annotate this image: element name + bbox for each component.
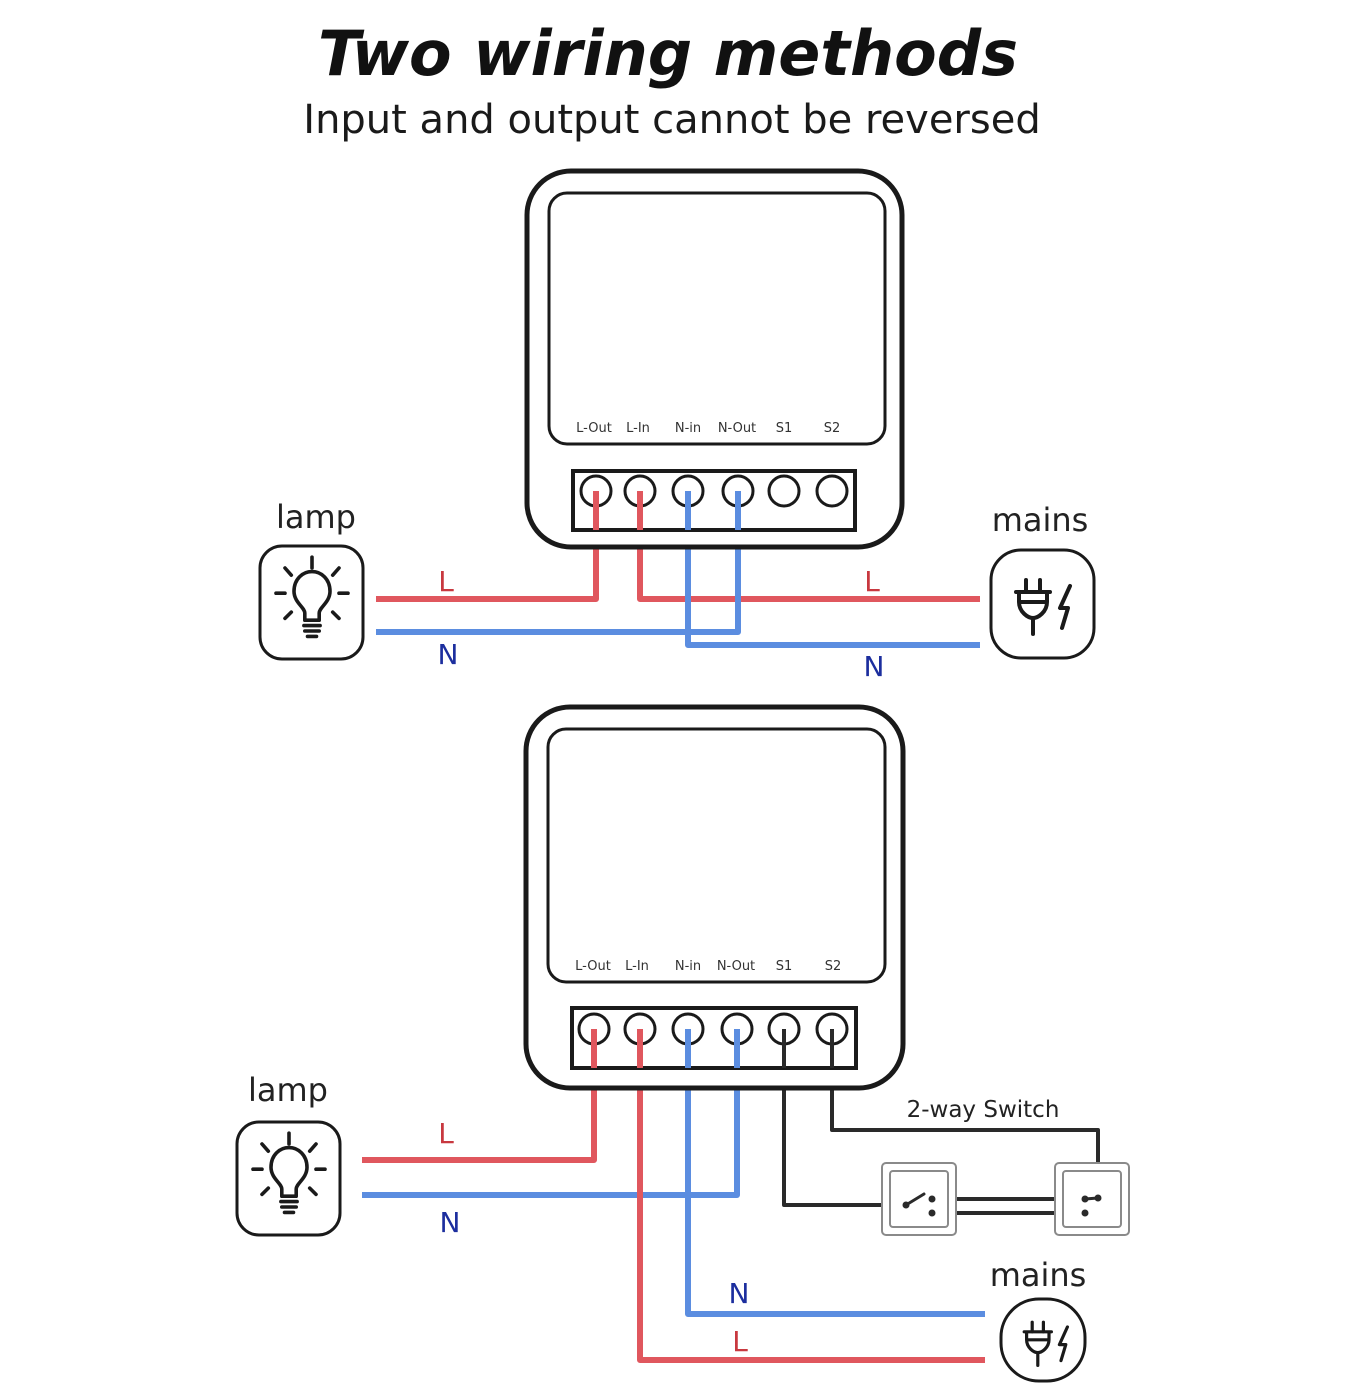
terminal-label-s2: S2 (825, 959, 842, 974)
mains-box (989, 548, 1096, 660)
smart-switch-module: L-Out L-In N-in N-Out S1 S2 (523, 704, 906, 1091)
page-title: Two wiring methods (318, 17, 1018, 90)
wire-label-neutral: N (440, 1206, 461, 1239)
rocker-switch-icon (1081, 1194, 1102, 1217)
wire-label-neutral: N (864, 650, 885, 683)
diagram-one: L-Out L-In N-in N-Out S1 S2 (258, 168, 1096, 683)
smart-switch-module: L-Out L-In N-in N-Out S1 S2 (524, 168, 905, 550)
diagram-two: L-Out L-In N-in N-Out S1 S2 (235, 704, 1130, 1383)
module-face (547, 191, 887, 446)
terminal-screw (815, 474, 849, 508)
wire-live-mains (637, 1029, 985, 1363)
terminal-label-l-out: L-Out (575, 959, 611, 974)
wire-label-live: L (864, 565, 880, 598)
mains-box (999, 1297, 1087, 1383)
terminal-labels: L-Out L-In N-in N-Out S1 S2 (575, 959, 841, 974)
wire-label-live: L (438, 565, 454, 598)
lamp-box (235, 1120, 342, 1237)
terminal-label-s1: S1 (776, 959, 793, 974)
terminal-label-s1: S1 (776, 421, 793, 436)
two-way-switch-left (881, 1162, 957, 1236)
two-way-switch-label: 2-way Switch (907, 1097, 1060, 1123)
lamp-label: lamp (248, 1071, 328, 1109)
terminal-block (570, 1006, 858, 1070)
terminal-screw (767, 474, 801, 508)
terminal-label-l-out: L-Out (576, 421, 612, 436)
wire-label-live: L (732, 1325, 748, 1358)
rocker-switch-icon (902, 1192, 936, 1217)
mains-label: mains (992, 501, 1089, 539)
terminal-label-n-in: N-in (675, 959, 701, 974)
module-face (546, 727, 887, 984)
wire-label-neutral: N (729, 1277, 750, 1310)
terminal-label-n-in: N-in (675, 421, 701, 436)
lamp-box (258, 544, 365, 661)
wire-label-neutral: N (438, 638, 459, 671)
two-way-switch-right (1054, 1162, 1130, 1236)
terminal-label-s2: S2 (824, 421, 841, 436)
mains-label: mains (990, 1256, 1087, 1294)
terminal-label-l-in: L-In (625, 959, 649, 974)
lamp-label: lamp (276, 498, 356, 536)
wire-neutral-mains (685, 1029, 985, 1317)
terminal-label-n-out: N-Out (718, 421, 756, 436)
wire-label-live: L (438, 1117, 454, 1150)
terminal-label-n-out: N-Out (717, 959, 755, 974)
terminal-labels: L-Out L-In N-in N-Out S1 S2 (576, 421, 840, 436)
terminal-label-l-in: L-In (626, 421, 650, 436)
terminal-block (571, 469, 857, 532)
page-subtitle: Input and output cannot be reversed (303, 97, 1040, 143)
